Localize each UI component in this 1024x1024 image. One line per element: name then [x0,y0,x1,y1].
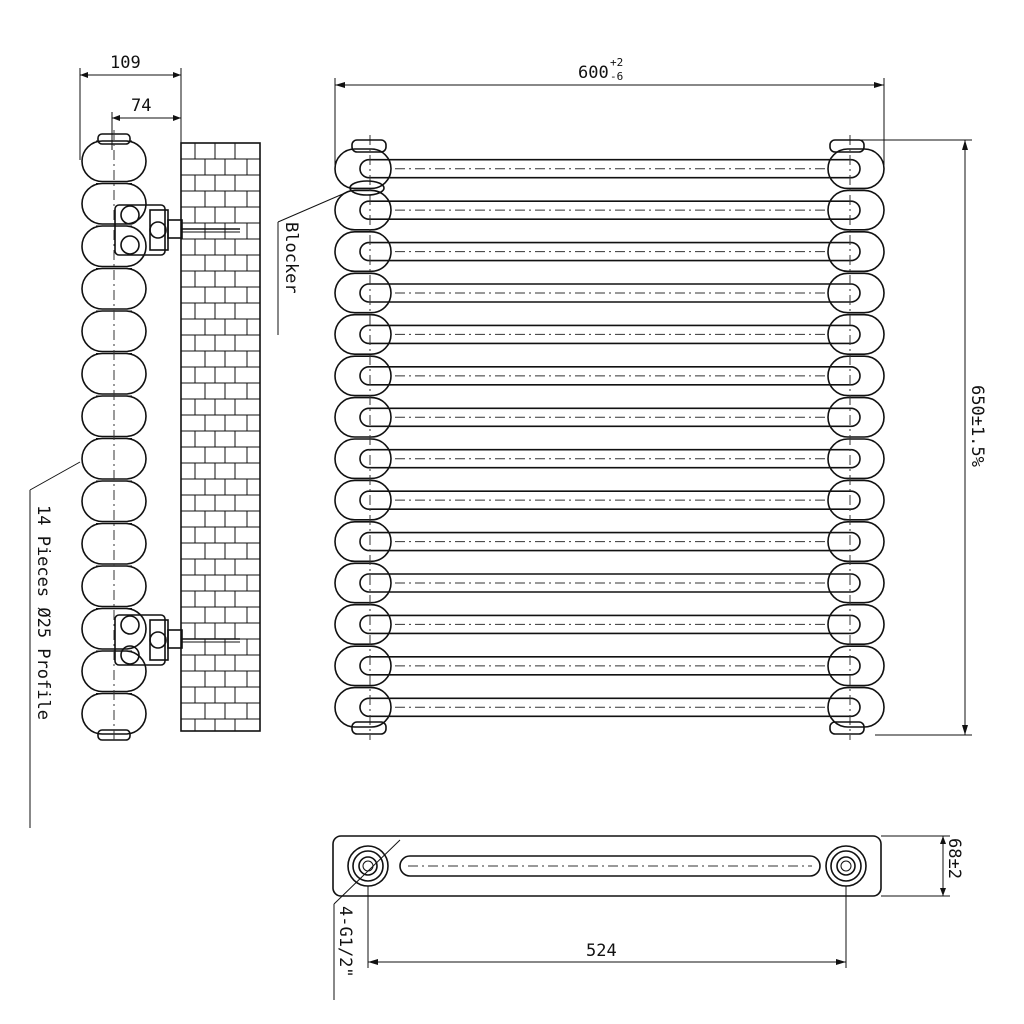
horizontal-tube [359,366,861,386]
horizontal-tubes [359,158,861,718]
pieces-leader: 14 Pieces Ø25 Profile [29,461,81,828]
left-header-section [334,438,392,480]
left-header-section [334,686,392,728]
right-header-section [827,355,885,397]
dim-524-label: 524 [586,941,617,961]
bottom-view: 524 68±2 4-G1/2" [332,835,964,1000]
dim-109: 109 [79,53,182,160]
right-header-section [827,645,885,687]
horizontal-tube [359,573,861,593]
right-header-section [827,438,885,480]
left-header-section [334,479,392,521]
connections-callout: 4-G1/2" [333,839,401,1000]
horizontal-tube [359,241,861,262]
side-section [81,607,147,650]
horizontal-tube [359,283,861,303]
left-header-column [334,148,392,728]
horizontal-tube [359,614,861,635]
connections-label: 4-G1/2" [335,906,355,978]
right-header-section [827,521,885,563]
dim-74: 74 [111,96,182,150]
pieces-label: 14 Pieces Ø25 Profile [33,505,53,720]
bottom-slot [399,855,821,877]
horizontal-tube [359,200,861,220]
right-header-section [827,148,885,190]
dim-600-tol-minus: -6 [610,70,623,83]
right-header-section [827,189,885,231]
right-header-section [827,562,885,604]
left-header-section [334,645,392,687]
bottom-outline [332,835,882,897]
horizontal-tube [359,407,861,428]
horizontal-tube [359,531,861,552]
horizontal-tube [359,697,861,718]
dim-109-label: 109 [110,53,141,73]
horizontal-tube [359,324,861,345]
right-header-section [827,313,885,355]
horizontal-tube [359,490,861,510]
right-header-section [827,272,885,314]
blocker-label: Blocker [281,222,301,294]
dim-650-label: 650±1.5% [967,385,987,467]
dim-74-label: 74 [131,96,151,116]
side-section [81,480,147,523]
right-header-section [827,686,885,728]
right-header-section [827,603,885,645]
horizontal-tube [359,158,861,179]
front-view: 600 +2 -6 650±1.5% [277,56,987,740]
left-header-section [334,562,392,604]
left-header-section [334,189,392,231]
right-header-section [827,396,885,438]
right-header-section [827,231,885,273]
connection-right [825,845,867,887]
left-header-section [334,355,392,397]
side-section [81,140,147,183]
top-caps [351,139,865,735]
right-header-section [827,479,885,521]
left-header-section [334,313,392,355]
dim-524: 524 [367,886,847,968]
right-header-column [827,148,885,728]
dim-650: 650±1.5% [860,139,987,736]
dim-600-tol-plus: +2 [610,56,623,69]
brick-wall [180,142,261,732]
left-header-section [334,521,392,563]
left-header-section [334,231,392,273]
horizontal-tube [359,448,861,469]
side-section [81,267,147,310]
dim-68: 68±2 [881,835,964,897]
horizontal-tube [359,656,861,676]
left-header-section [334,272,392,314]
side-view: 109 74 [29,53,261,828]
connection-left [347,845,389,887]
left-header-section [334,148,392,190]
wall-bracket-top [114,204,240,256]
dim-600-label: 600 [578,63,609,83]
left-header-section [334,396,392,438]
left-header-section [334,603,392,645]
blocker-callout: Blocker [277,180,385,335]
dim-68-label: 68±2 [944,838,964,879]
dim-600: 600 +2 -6 [334,56,885,165]
